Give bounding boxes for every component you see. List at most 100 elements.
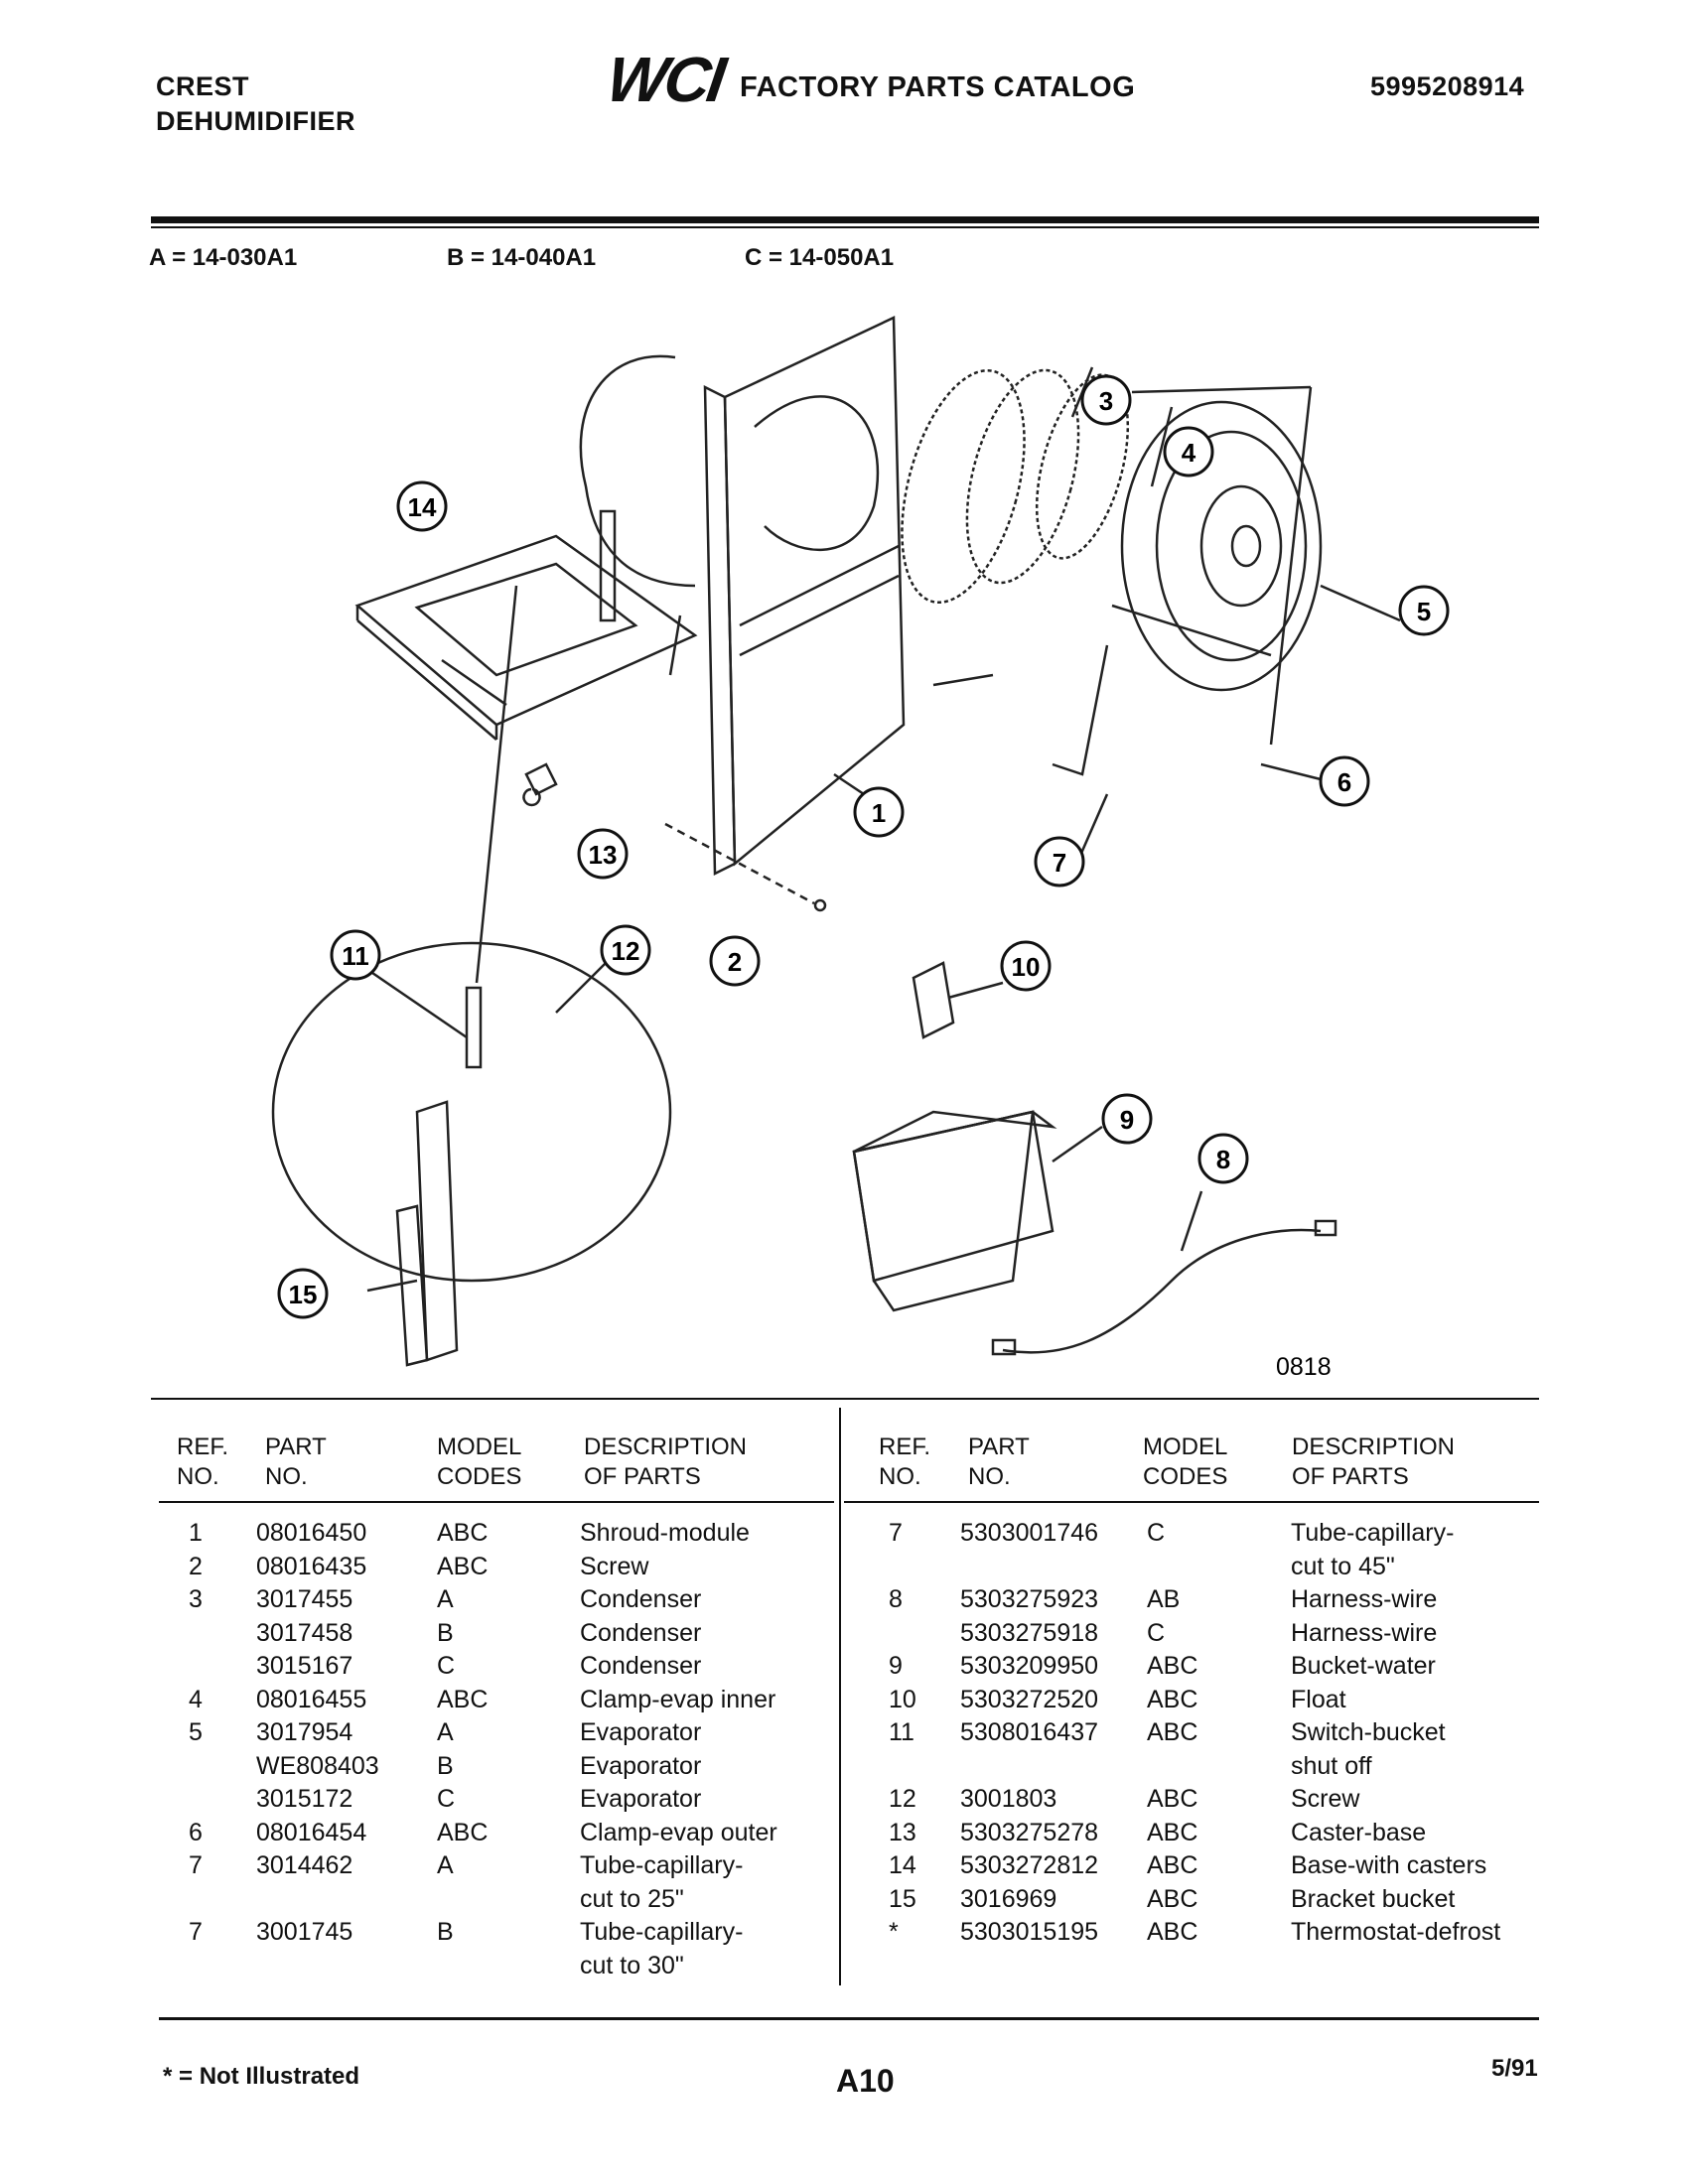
model-b: B = 14-040A1 <box>447 244 597 271</box>
description: Clamp-evap outer <box>580 1818 777 1846</box>
caster <box>522 762 558 807</box>
header-ref-1: REF. <box>177 1433 229 1460</box>
description-cont: cut to 45" <box>1291 1552 1395 1580</box>
model-codes: ABC <box>1147 1884 1198 1913</box>
revision-date: 5/91 <box>1491 2055 1538 2082</box>
bucket-bracket-side <box>395 1204 429 1367</box>
wire-harness <box>991 1219 1337 1356</box>
table-divider <box>839 1408 841 1985</box>
callout-1: 1 <box>853 786 905 838</box>
callout-14: 14 <box>396 480 448 532</box>
description: Condenser <box>580 1585 702 1613</box>
svg-text:5: 5 <box>1417 597 1431 626</box>
header-desc-1: DESCRIPTION <box>1292 1433 1456 1460</box>
svg-text:4: 4 <box>1182 438 1196 468</box>
part-no: 3001803 <box>960 1785 1057 1813</box>
model-codes: ABC <box>437 1818 489 1846</box>
ref-no: 2 <box>189 1552 203 1580</box>
callout-15: 15 <box>277 1268 329 1319</box>
model-codes: C <box>1147 1519 1166 1547</box>
bucket-bracket <box>415 1100 459 1362</box>
header-model-1: MODEL <box>437 1433 522 1460</box>
ref-no: 7 <box>189 1918 203 1946</box>
model-c: C = 14-050A1 <box>745 244 895 271</box>
ref-no: 7 <box>189 1851 203 1879</box>
description: Harness-wire <box>1291 1585 1438 1613</box>
callout-12: 12 <box>600 924 651 976</box>
callout-10: 10 <box>1000 940 1052 992</box>
description: Tube-capillary- <box>1291 1519 1455 1547</box>
description: Evaporator <box>580 1751 702 1780</box>
ref-no: 12 <box>889 1785 916 1813</box>
ref-no: * <box>889 1918 899 1946</box>
part-no: 5303275918 <box>960 1618 1099 1647</box>
description: Thermostat-defrost <box>1291 1918 1501 1946</box>
model-codes: ABC <box>1147 1851 1198 1879</box>
catalog-number: 5995208914 <box>1370 71 1525 101</box>
model-key: A = 14-030A1 B = 14-040A1 C = 14-050A1 <box>149 244 1340 274</box>
model-codes: ABC <box>437 1552 489 1580</box>
part-no: 3001745 <box>256 1918 353 1946</box>
catalog-title: FACTORY PARTS CATALOG <box>740 71 1136 103</box>
svg-text:6: 6 <box>1337 767 1351 797</box>
header-desc-1: DESCRIPTION <box>584 1433 748 1460</box>
ref-no: 5 <box>189 1718 203 1746</box>
part-no: 3015167 <box>256 1652 353 1680</box>
header-part-1: PART <box>968 1433 1030 1460</box>
header-part-2: NO. <box>265 1463 308 1490</box>
callout-5: 5 <box>1398 585 1450 636</box>
description: Harness-wire <box>1291 1618 1438 1647</box>
part-no: 5303275923 <box>960 1585 1099 1613</box>
description: Switch-bucket <box>1291 1718 1446 1746</box>
product-name: DEHUMIDIFIER <box>156 106 355 136</box>
bucket-switch <box>465 986 483 1069</box>
header-part-2: NO. <box>968 1463 1011 1490</box>
svg-text:11: 11 <box>342 941 369 971</box>
description: Tube-capillary- <box>580 1851 744 1879</box>
table-head-rule-left <box>159 1501 834 1503</box>
description: Condenser <box>580 1618 702 1647</box>
header-desc-2: OF PARTS <box>1292 1463 1409 1490</box>
screw <box>813 898 827 912</box>
float <box>912 961 955 1039</box>
ref-no: 8 <box>889 1585 903 1613</box>
description: Screw <box>1291 1785 1360 1813</box>
water-bucket <box>852 1110 1057 1312</box>
model-codes: A <box>437 1585 454 1613</box>
model-codes: ABC <box>437 1519 489 1547</box>
header-model-2: CODES <box>437 1463 522 1490</box>
header-model-2: CODES <box>1143 1463 1228 1490</box>
header-ref-1: REF. <box>879 1433 931 1460</box>
ref-no: 6 <box>189 1818 203 1846</box>
model-codes: B <box>437 1751 454 1780</box>
svg-text:8: 8 <box>1216 1145 1230 1174</box>
model-codes: AB <box>1147 1585 1181 1613</box>
part-no: 08016454 <box>256 1818 367 1846</box>
model-codes: ABC <box>1147 1718 1198 1746</box>
description: Condenser <box>580 1652 702 1680</box>
description: Tube-capillary- <box>580 1918 744 1946</box>
description: Float <box>1291 1685 1346 1713</box>
svg-text:9: 9 <box>1120 1105 1134 1135</box>
callout-3: 3 <box>1080 374 1132 426</box>
ref-no: 4 <box>189 1685 203 1713</box>
model-codes: B <box>437 1918 454 1946</box>
shroud-module <box>579 316 906 877</box>
callout-2: 2 <box>709 935 761 987</box>
part-no: 08016455 <box>256 1685 367 1713</box>
ref-no: 7 <box>889 1519 903 1547</box>
description-cont: shut off <box>1291 1751 1372 1780</box>
part-no: 5303015195 <box>960 1918 1099 1946</box>
description: Clamp-evap inner <box>580 1685 776 1713</box>
